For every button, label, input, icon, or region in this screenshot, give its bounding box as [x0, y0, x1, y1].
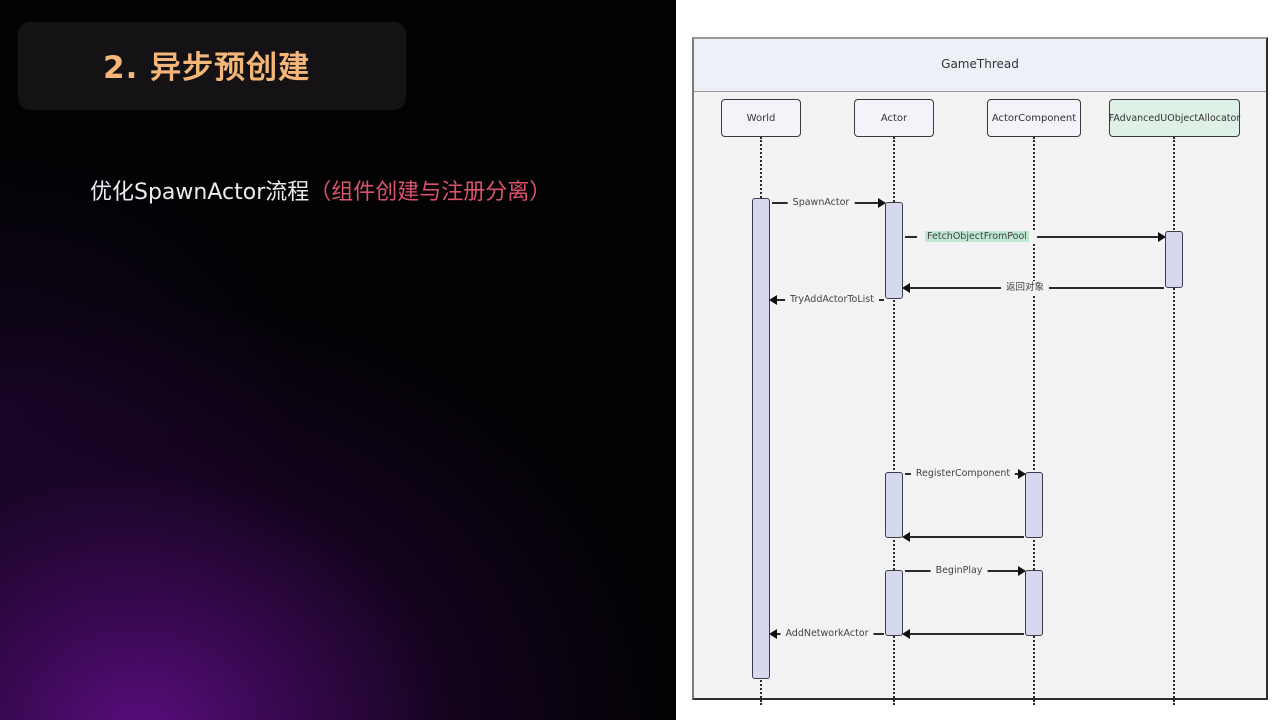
lifeline-actor	[893, 137, 895, 705]
frame-title: GameThread	[941, 57, 1019, 71]
message-label: 返回对象	[1000, 281, 1050, 295]
activation-actor-3	[885, 570, 903, 636]
message-register-component: RegisterComponent	[905, 467, 1026, 481]
participant-actor: Actor	[854, 99, 934, 137]
message-label: TryAddActorToList	[785, 293, 879, 307]
activation-actor-1	[885, 202, 903, 299]
activation-component-2	[1025, 570, 1043, 636]
slide-background	[0, 0, 676, 720]
lifeline-allocator	[1173, 137, 1175, 705]
message-spawn-actor: SpawnActor	[772, 196, 886, 210]
message-begin-play-return	[902, 629, 1024, 639]
message-label: BeginPlay	[930, 564, 988, 578]
message-return-object: 返回对象	[902, 281, 1164, 295]
lifeline-actor-component	[1033, 137, 1035, 705]
activation-component-1	[1025, 472, 1043, 538]
message-fetch-object-from-pool: FetchObjectFromPool	[905, 230, 1166, 244]
message-label: RegisterComponent	[910, 467, 1016, 481]
frame-header: GameThread	[694, 39, 1266, 92]
message-begin-play: BeginPlay	[905, 564, 1026, 578]
slide-subtitle: 优化SpawnActor流程（组件创建与注册分离）	[90, 174, 551, 206]
participant-allocator: FAdvancedUObjectAllocator	[1109, 99, 1240, 137]
subtitle-accent: （组件创建与注册分离）	[309, 180, 552, 205]
message-label-wrap: FetchObjectFromPool	[917, 230, 1037, 244]
activation-actor-2	[885, 472, 903, 538]
participant-world: World	[721, 99, 801, 137]
message-add-network-actor: AddNetworkActor	[769, 627, 884, 641]
title-card	[18, 22, 406, 110]
message-label: SpawnActor	[787, 196, 855, 210]
message-try-add-actor-to-list: TryAddActorToList	[769, 293, 884, 307]
message-label: FetchObjectFromPool	[925, 231, 1029, 242]
activation-allocator	[1165, 231, 1183, 288]
activation-world	[752, 198, 770, 679]
subtitle-main: 优化SpawnActor流程	[90, 180, 310, 205]
message-label: AddNetworkActor	[780, 627, 874, 641]
slide-title: 2. 异步预创建	[103, 50, 311, 86]
message-register-return	[902, 532, 1024, 542]
participant-actor-component: ActorComponent	[987, 99, 1081, 137]
sequence-diagram-frame: GameThread	[692, 37, 1268, 700]
